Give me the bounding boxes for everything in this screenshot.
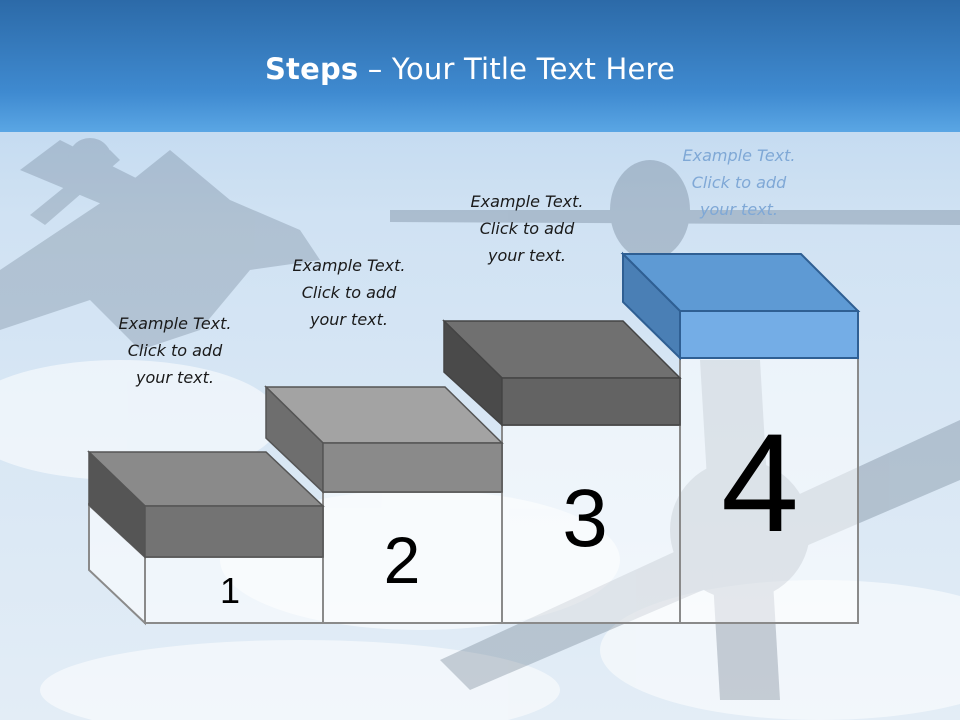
title-bar xyxy=(0,0,960,132)
title-rest: – Your Title Text Here xyxy=(358,52,676,86)
step-4-caption[interactable]: Example Text. Click to add your text. xyxy=(654,142,824,223)
step-4-line-3: your text. xyxy=(699,200,778,219)
step-2-block xyxy=(264,385,504,494)
step-3-line-2: Click to add xyxy=(479,219,575,238)
step-1-line-3: your text. xyxy=(135,368,214,387)
step-2-line-2: Click to add xyxy=(301,283,397,302)
step-4-line-1: Example Text. xyxy=(682,146,796,165)
step-1-caption[interactable]: Example Text. Click to add your text. xyxy=(90,310,260,391)
step-1-block xyxy=(87,450,325,559)
step-3-number: 3 xyxy=(562,473,608,564)
title-bold: Steps xyxy=(264,52,359,86)
step-3-line-3: your text. xyxy=(487,246,566,265)
step-3-caption[interactable]: Example Text. Click to add your text. xyxy=(442,188,612,269)
step-2-line-1: Example Text. xyxy=(292,256,406,275)
step-4-column xyxy=(679,357,859,624)
step-1-number: 1 xyxy=(219,570,241,611)
step-2-number: 2 xyxy=(383,523,421,597)
airplane-left-image xyxy=(0,138,320,350)
step-4-number: 4 xyxy=(721,404,799,561)
step-2-line-3: your text. xyxy=(309,310,388,329)
step-4-block xyxy=(620,251,861,361)
step-1-line-1: Example Text. xyxy=(118,314,232,333)
step-3-line-1: Example Text. xyxy=(470,192,584,211)
step-3-block xyxy=(442,319,682,427)
slide-title[interactable]: Steps – Your Title Text Here xyxy=(0,52,940,86)
step-4-line-2: Click to add xyxy=(691,173,787,192)
step-1-line-2: Click to add xyxy=(127,341,223,360)
step-2-caption[interactable]: Example Text. Click to add your text. xyxy=(264,252,434,333)
